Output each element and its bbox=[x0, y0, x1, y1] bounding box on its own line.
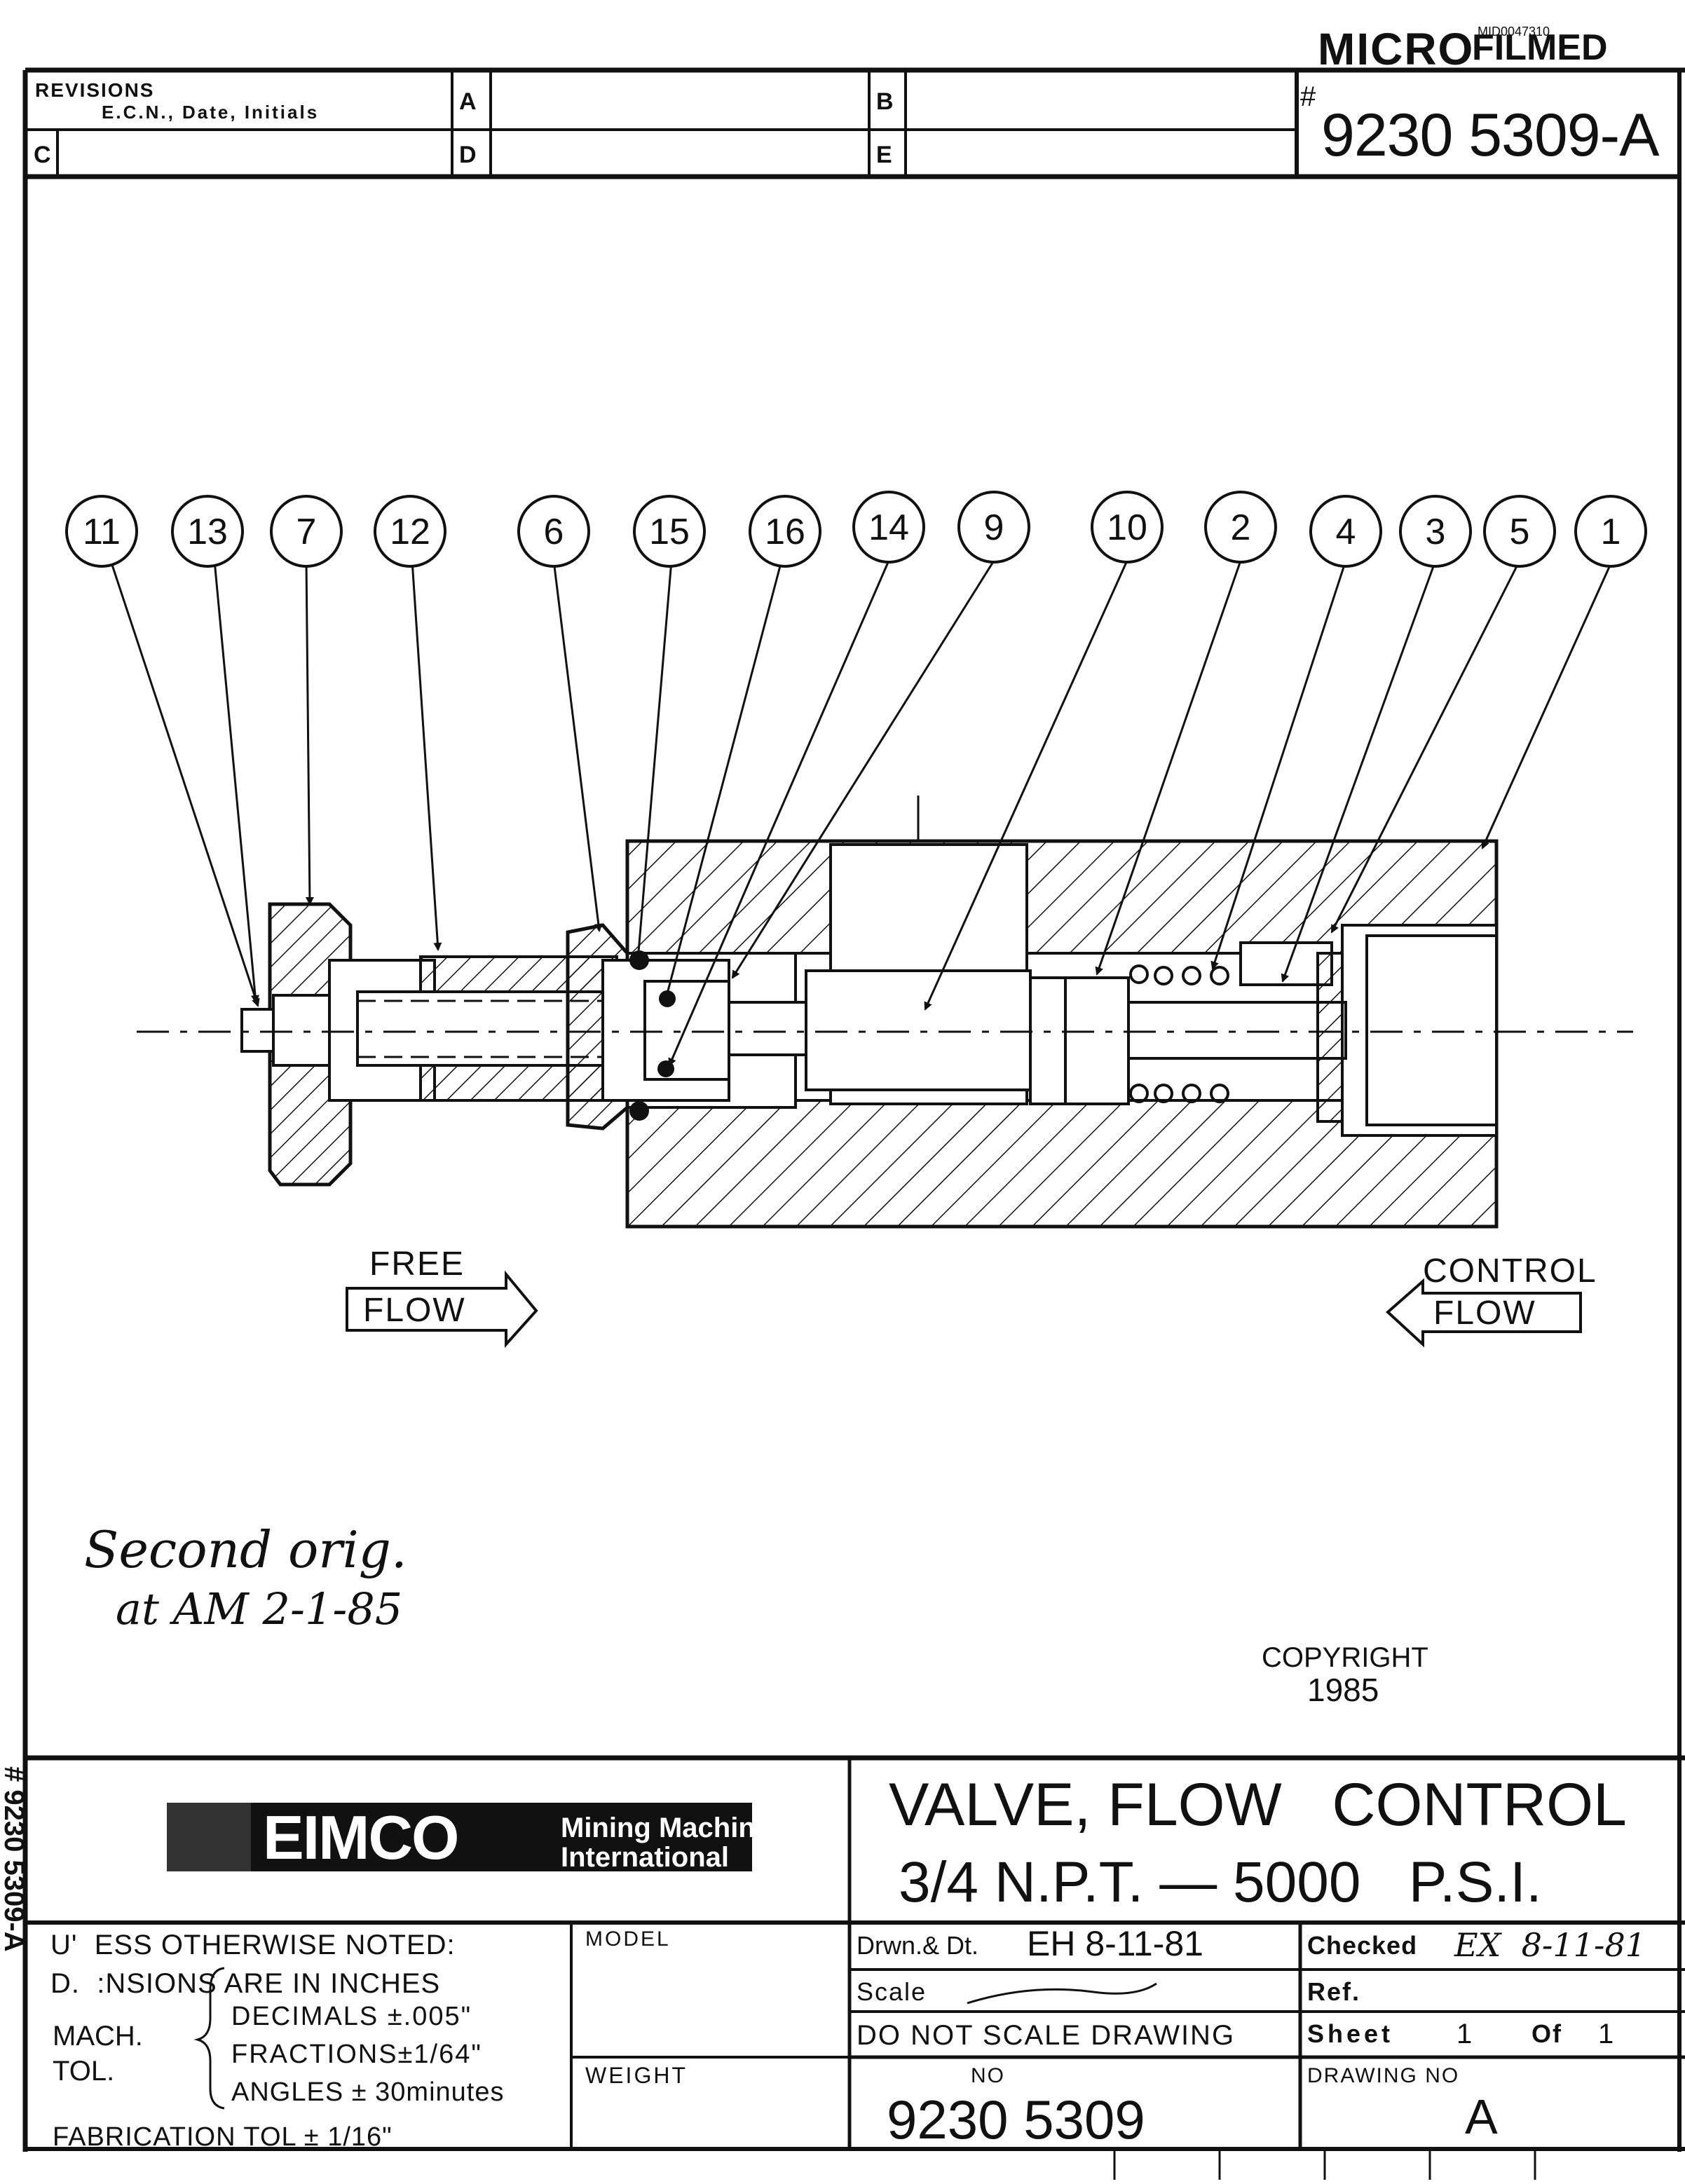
balloon-3: 3 bbox=[1425, 512, 1446, 552]
control-flow-line1: CONTROL bbox=[1423, 1253, 1597, 1290]
checked-value: EX 8-11-81 bbox=[1454, 1926, 1646, 1964]
revision-cell-e: E bbox=[876, 142, 892, 168]
balloon-5: 5 bbox=[1509, 512, 1530, 552]
micro-stamp: FILMED bbox=[1472, 27, 1608, 68]
sheet-border bbox=[22, 67, 1685, 2152]
control-flow-line2: FLOW bbox=[1433, 1295, 1536, 1332]
revision-cell-a: A bbox=[459, 88, 477, 115]
of-value: 1 bbox=[1598, 2019, 1614, 2049]
notes-tol: TOL. bbox=[53, 2056, 115, 2087]
balloon-2: 2 bbox=[1230, 507, 1251, 548]
balloon-11: 11 bbox=[83, 512, 121, 552]
side-drawing-mark: # 9230 5309-A bbox=[0, 1766, 29, 1952]
notes-line1: U' ESS OTHERWISE NOTED: bbox=[50, 1930, 456, 1960]
checked-label: Checked bbox=[1307, 1931, 1418, 1960]
drawn-label: Drwn.& Dt. bbox=[857, 1931, 979, 1960]
tolerance-brace bbox=[193, 1967, 225, 2110]
notes-fractions: FRACTIONS±1/64" bbox=[231, 2040, 482, 2069]
leader-lines bbox=[109, 560, 1614, 1067]
free-flow-arrow bbox=[346, 1270, 538, 1349]
ref-label: Ref. bbox=[1307, 1977, 1361, 2006]
notes-mach: MACH. bbox=[53, 2021, 143, 2052]
micro-label: MICRO bbox=[1318, 24, 1475, 74]
notes-angles: ANGLES ± 30minutes bbox=[231, 2077, 505, 2107]
balloon-13: 13 bbox=[187, 512, 228, 552]
balloon-4: 4 bbox=[1335, 512, 1356, 552]
drawing-title-line2: 3/4 N.P.T. — 5000 P.S.I. bbox=[899, 1850, 1542, 1914]
balloon-10: 10 bbox=[1107, 507, 1147, 548]
micro-id: MID0047310 bbox=[1478, 25, 1550, 39]
control-flow-arrow bbox=[1386, 1278, 1582, 1348]
sheet-label: Sheet bbox=[1307, 2019, 1394, 2048]
model-label: MODEL bbox=[585, 1927, 671, 1951]
balloon-6: 6 bbox=[543, 512, 564, 552]
notes-fabrication: FABRICATION TOL ± 1/16" bbox=[53, 2122, 393, 2152]
handwritten-note-line2: at AM 2-1-85 bbox=[116, 1583, 403, 1634]
balloon-9: 9 bbox=[983, 507, 1004, 548]
revisions-grid bbox=[25, 70, 1679, 179]
scale-squiggle bbox=[967, 1982, 1157, 2005]
drawing-no-value: A bbox=[1465, 2089, 1498, 2144]
of-label: Of bbox=[1531, 2019, 1562, 2048]
balloon-15: 15 bbox=[649, 512, 690, 552]
drawing-no-label: DRAWING NO bbox=[1307, 2064, 1460, 2087]
hash-symbol: # bbox=[1300, 81, 1316, 112]
balloon-1: 1 bbox=[1600, 512, 1621, 552]
free-flow-line1: FREE bbox=[369, 1245, 465, 1283]
notes-decimals: DECIMALS ±.005" bbox=[231, 2002, 472, 2031]
scale-label: Scale bbox=[857, 1977, 927, 2006]
do-not-scale-label: DO NOT SCALE DRAWING bbox=[857, 2020, 1236, 2051]
title-block-grid bbox=[25, 1755, 1685, 2149]
balloon-14: 14 bbox=[868, 507, 909, 548]
balloon-7: 7 bbox=[296, 512, 317, 552]
copyright-label: COPYRIGHT bbox=[1262, 1642, 1428, 1673]
revisions-title: REVISIONS bbox=[35, 79, 155, 101]
spring bbox=[1127, 964, 1347, 1103]
sheet-value: 1 bbox=[1457, 2019, 1473, 2049]
balloon-circles bbox=[65, 491, 1647, 568]
weight-label: WEIGHT bbox=[585, 2063, 688, 2088]
notes-line2: D. :NSIONS ARE IN INCHES bbox=[50, 1968, 441, 1999]
revisions-subtitle: E.C.N., Date, Initials bbox=[102, 102, 320, 123]
handwritten-note-line1: Second orig. bbox=[84, 1520, 407, 1579]
revision-cell-d: D bbox=[459, 142, 477, 168]
copyright-year: 1985 bbox=[1307, 1672, 1379, 1708]
no-label: NO bbox=[971, 2064, 1005, 2087]
eimco-tagline-line1: Mining Machinery bbox=[561, 1813, 798, 1843]
drawing-number-header: 9230 5309-A bbox=[1321, 102, 1660, 169]
revision-cell-c: C bbox=[34, 142, 51, 168]
no-value: 9230 5309 bbox=[887, 2089, 1145, 2150]
valve-cross-section bbox=[137, 796, 1633, 1229]
drawn-value: EH 8-11-81 bbox=[1027, 1924, 1203, 1963]
drawing-title-line1: VALVE, FLOW CONTROL bbox=[889, 1771, 1627, 1838]
balloon-12: 12 bbox=[390, 512, 430, 552]
eimco-tagline-line2: International bbox=[561, 1842, 730, 1873]
revision-cell-b: B bbox=[876, 88, 894, 115]
eimco-logo-bar bbox=[167, 1803, 752, 1871]
eimco-logo: EIMCO bbox=[263, 1803, 459, 1872]
free-flow-line2: FLOW bbox=[363, 1292, 466, 1329]
balloon-16: 16 bbox=[765, 512, 805, 552]
